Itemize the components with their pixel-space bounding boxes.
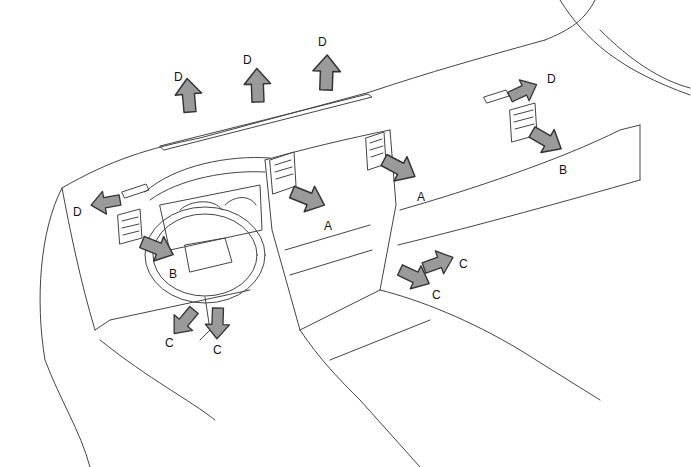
airflow-label: D: [243, 54, 252, 66]
airflow-label: D: [318, 36, 327, 48]
airflow-label: C: [459, 258, 468, 270]
airflow-label: A: [324, 220, 332, 232]
airflow-label: D: [73, 206, 82, 218]
airflow-label: D: [174, 71, 183, 83]
airflow-label: B: [559, 164, 567, 176]
airflow-label: D: [547, 73, 556, 85]
airflow-label: C: [432, 289, 441, 301]
airflow-arrows: [89, 55, 568, 342]
airflow-label: C: [213, 344, 222, 356]
airflow-label: C: [165, 337, 174, 349]
airflow-label: A: [417, 191, 425, 203]
airflow-label: B: [169, 268, 177, 280]
